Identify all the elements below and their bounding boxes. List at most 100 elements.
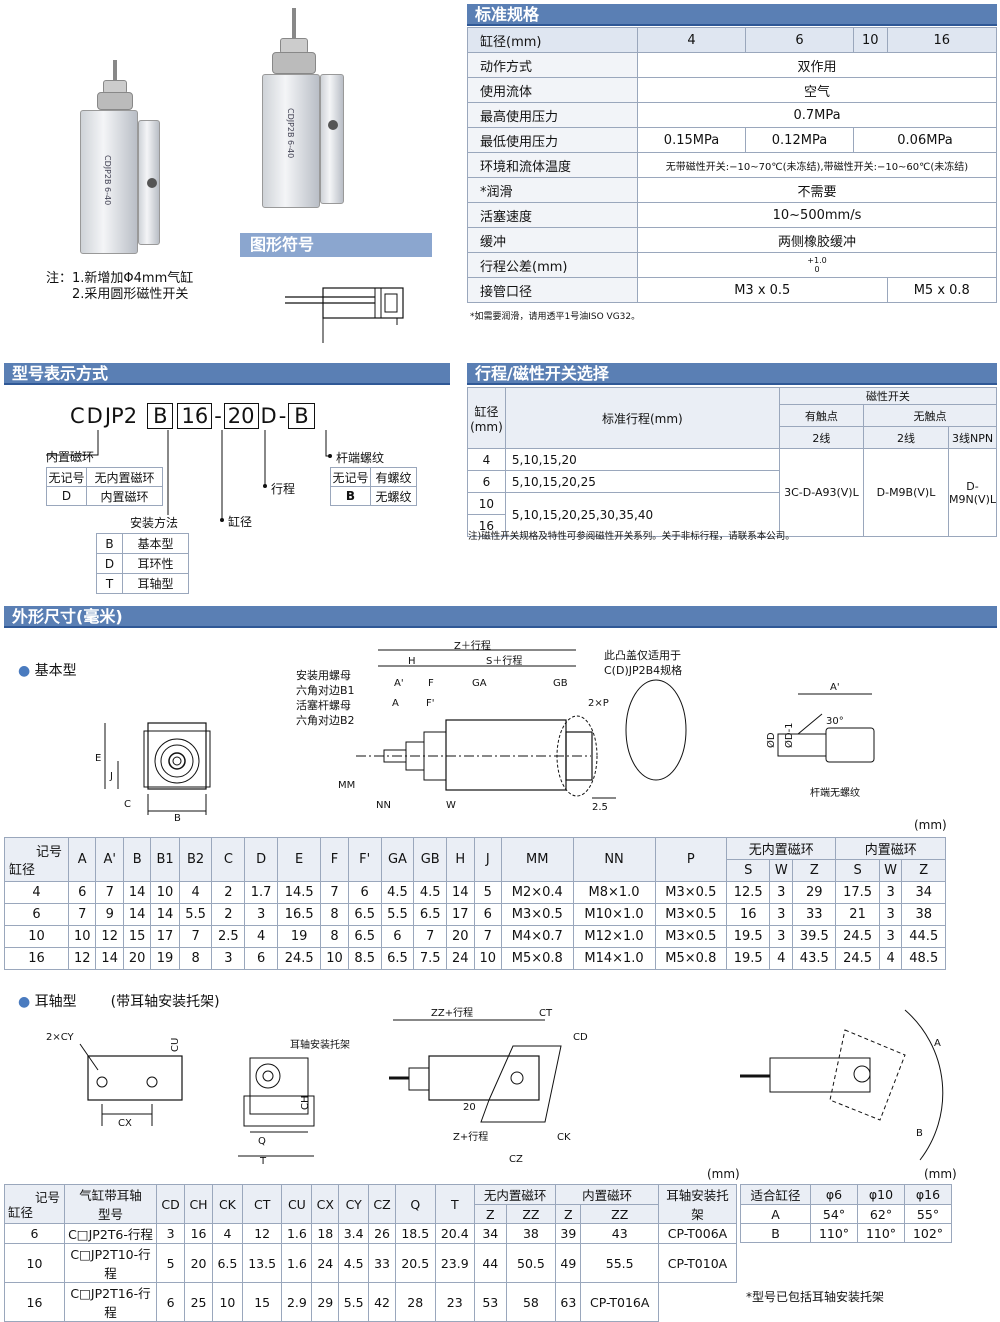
dim-cx: CX (118, 1118, 132, 1129)
table-cell: 5 (155, 1243, 186, 1283)
table-cell: 16.5 (277, 903, 322, 926)
table-cell: 3 (769, 903, 794, 926)
table-cell: 3 (878, 925, 903, 948)
table-cell: 33 (368, 1243, 396, 1283)
dim-p: 2×P (588, 698, 609, 709)
photo-label: CDJP2B 6-40 (286, 108, 295, 159)
table-cell: 20.4 (434, 1223, 476, 1244)
table-cell: 10 (473, 947, 503, 970)
table-row: 动作方式双作用 (467, 52, 997, 78)
table-cell: 18.5 (394, 1223, 436, 1244)
table-row: 有触点无触点 (468, 404, 998, 427)
table-cell: 3 (155, 1223, 186, 1244)
table-cell: 12 (241, 1223, 283, 1244)
model-code: C D JP2 B 16 - 20 D - B (70, 402, 315, 430)
note-line-2: 2.采用圆形磁性开关 (72, 287, 189, 302)
table-cell: 16 (184, 1223, 213, 1244)
note-line-1: 注：1.新增加Φ4mm气缸 (46, 271, 194, 286)
table-cell: 3 (769, 881, 794, 904)
table-cell: 49 (555, 1243, 582, 1283)
photo-label: CDJP2B 6-40 (103, 155, 112, 206)
table-cell: 24.5 (835, 925, 880, 948)
table-cell: 53 (474, 1282, 507, 1322)
table-cell: 24 (311, 1243, 340, 1283)
stroke-header: 行程/磁性开关选择 (467, 363, 997, 385)
dims-header: 外形尺寸(毫米) (4, 606, 997, 628)
table-cell: 39.5 (792, 925, 837, 948)
model-header: 型号表示方式 (4, 363, 450, 385)
table-cell: 7.5 (413, 947, 448, 970)
table-cell: 10 (67, 925, 97, 948)
dim-ct: CT (539, 1008, 553, 1019)
table-cell: 39 (555, 1223, 582, 1244)
table-cell: M5×0.8 (501, 947, 574, 970)
table-cell: 58 (505, 1282, 557, 1322)
table-cell: 12 (95, 925, 124, 948)
table-cell: 21 (835, 903, 880, 926)
table-cell: 3.4 (338, 1223, 370, 1244)
trunnion-front-view: 耳轴安装托架 Q T CH (238, 1038, 350, 1167)
dim-f: F (428, 678, 434, 689)
table-cell: 7 (67, 903, 97, 926)
mount-label: 安装方法 (130, 516, 179, 530)
table-cell: 10 (150, 881, 180, 904)
table-cell: M3×0.5 (654, 903, 728, 926)
table-cell: CP-T016A (580, 1282, 659, 1322)
table-cell: C□JP2T16-行程 (64, 1282, 157, 1322)
table-cell: 17.5 (835, 881, 880, 904)
table-cell: 6 (473, 903, 503, 926)
table-cell: 10 (4, 1243, 65, 1283)
table-cell: 50.5 (505, 1243, 557, 1283)
table-cell: 10 (211, 1282, 243, 1322)
table-cell: 6.5 (347, 903, 382, 926)
table-row: *润滑不需要 (467, 177, 997, 203)
table-cell: M8×1.0 (572, 881, 656, 904)
dim-a: A (392, 698, 399, 709)
table-cell: 1.6 (281, 1223, 313, 1244)
table-cell: 1.6 (281, 1243, 313, 1283)
spec-footnote: *如需要润滑，请用透平1号油ISO VG32。 (470, 312, 641, 322)
table-cell: 20.5 (394, 1243, 436, 1283)
table-cell: M2×0.4 (501, 881, 574, 904)
dim-ck: CK (557, 1132, 571, 1143)
table-cell: 8 (320, 925, 349, 948)
table-cell: 3 (244, 903, 279, 926)
table-cell: 4 (4, 881, 69, 904)
table-cell: 14 (95, 947, 124, 970)
trunnion-unit-2: (mm) (924, 1167, 957, 1181)
trunnion-bracket-view: 2×CY CX CU (46, 1032, 183, 1129)
table-cell: 14 (150, 903, 180, 926)
basic-type-label: ● 基本型 (18, 663, 77, 679)
dim-e: E (95, 753, 101, 764)
dim-q: Q (258, 1136, 266, 1147)
table-cell: 19 (150, 947, 180, 970)
table-cell: 6 (244, 947, 279, 970)
angle-note: *型号已包括耳轴安装托架 (746, 1290, 885, 1304)
table-cell: 15 (122, 925, 152, 948)
thread-label: 杆端螺纹 (336, 451, 385, 465)
table-cell: 19.5 (726, 925, 771, 948)
table-cell: 5.5 (178, 903, 213, 926)
table-cell: CP-T010A (658, 1243, 737, 1283)
table-cell: 7 (320, 881, 349, 904)
table-cell: 23.9 (434, 1243, 476, 1283)
table-cell: 5 (473, 881, 503, 904)
table-cell: 14 (122, 903, 152, 926)
